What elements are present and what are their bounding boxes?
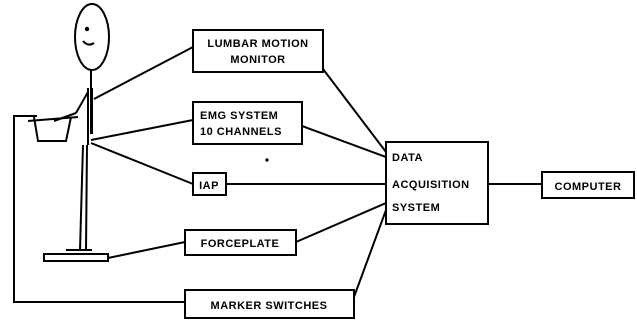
computer-label: COMPUTER [555,181,622,193]
connections [13,46,542,303]
wire-forceplate-to-das [295,202,387,243]
subject-eye [84,26,90,32]
emg-label-1: EMG SYSTEM [200,110,278,122]
lifted-box [33,116,72,142]
data-acquisition-box: DATA ACQUISITION SYSTEM [385,141,489,225]
lumbar-label-2: MONITOR [230,54,285,66]
subject-figure [27,3,110,251]
marker-switches-label: MARKER SWITCHES [211,300,328,312]
lumbar-label-1: LUMBAR MOTION [207,38,308,50]
subject-mouth [82,40,95,46]
subject-arm-upper [75,91,89,114]
wire-marker-to-das [353,209,387,298]
computer-box: COMPUTER [541,171,635,199]
das-label-3: SYSTEM [392,202,440,214]
subject-leg-2 [85,144,88,251]
subject-arm-lower [53,112,77,122]
wire-marker-switch-loop [13,115,185,303]
wire-platform-to-forceplate [107,241,186,259]
lumbar-motion-monitor-box: LUMBAR MOTION MONITOR [192,29,324,73]
subject-leg [79,144,84,251]
lifted-box-rim [27,116,79,122]
wire-body-to-emg [90,119,194,141]
iap-label: IAP [199,180,219,192]
subject-sensor [90,88,93,134]
marker-switches-box: MARKER SWITCHES [184,289,355,319]
emg-label-2: 10 CHANNELS [200,126,282,138]
iap-box: IAP [192,172,227,196]
forceplate-platform [43,253,109,262]
wire-body-to-iap [90,142,194,185]
forceplate-label: FORCEPLATE [201,238,280,250]
stray-mark [265,158,269,162]
forceplate-box: FORCEPLATE [184,229,297,256]
wire-lumbar-to-das [322,68,387,153]
das-label-2: ACQUISITION [392,179,470,191]
wire-body-to-lumbar [93,46,194,100]
subject-head [74,3,110,71]
wire-emg-to-das [301,125,387,158]
emg-system-box: EMG SYSTEM 10 CHANNELS [192,101,303,145]
das-label-1: DATA [392,152,423,164]
